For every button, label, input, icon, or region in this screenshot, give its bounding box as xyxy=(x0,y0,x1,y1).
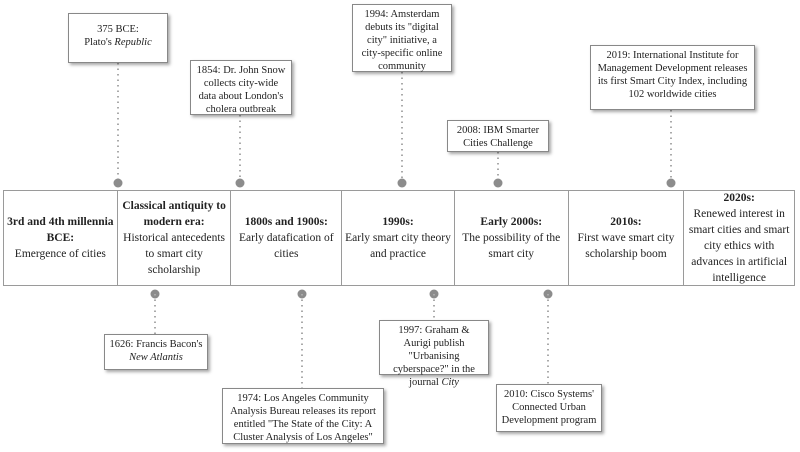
timeline-dot-1854 xyxy=(235,178,245,188)
timeline-bar: 3rd and 4th millennia BCE: Emergence of … xyxy=(3,190,795,286)
event-text: 375 BCE: xyxy=(97,24,139,35)
era-title: Early 2000s: xyxy=(480,216,543,228)
event-text: 2019: International Institute for Manage… xyxy=(597,50,748,100)
era-title: 2010s: xyxy=(610,216,642,228)
era-cell-1990s: 1990s: Early smart city theory and pract… xyxy=(342,191,455,285)
event-italic-title: Republic xyxy=(114,37,152,48)
event-callout-2010: 2010: Cisco Systems' Connected Urban Dev… xyxy=(496,384,602,432)
era-subtitle: Historical antecedents to smart city sch… xyxy=(123,232,226,276)
era-title: 3rd and 4th millennia BCE: xyxy=(7,216,114,244)
era-title: 1800s and 1900s: xyxy=(244,216,328,228)
event-text-2: Plato's xyxy=(84,37,112,48)
era-cell-2010s: 2010s: First wave smart city scholarship… xyxy=(569,191,685,285)
event-callout-1997: 1997: Graham & Aurigi publish "Urbanisin… xyxy=(379,320,489,388)
event-callout-2008: 2008: IBM Smarter Cities Challenge xyxy=(447,120,549,152)
timeline-dot-2019 xyxy=(666,178,676,188)
event-callout-1854: 1854: Dr. John Snow collects city-wide d… xyxy=(190,60,292,115)
event-text: 2010: Cisco Systems' Connected Urban Dev… xyxy=(501,389,597,426)
era-subtitle: Renewed interest in smart cities and sma… xyxy=(688,208,790,284)
event-text: 1997: Graham & Aurigi publish "Urbanisin… xyxy=(393,325,475,388)
event-callout-375bce: 375 BCE: Plato's Republic xyxy=(68,13,168,63)
timeline-dot-375bce xyxy=(113,178,123,188)
event-text: 1994: Amsterdam debuts its "digital city… xyxy=(361,9,443,72)
timeline-dot-1994 xyxy=(397,178,407,188)
event-italic-title: New Atlantis xyxy=(129,352,183,363)
event-callout-1626: 1626: Francis Bacon's New Atlantis xyxy=(104,334,208,370)
event-text: 2008: IBM Smarter Cities Challenge xyxy=(456,125,540,149)
era-title: 1990s: xyxy=(382,216,414,228)
era-subtitle: Early smart city theory and practice xyxy=(345,232,451,260)
era-cell-classical: Classical antiquity to modern era: Histo… xyxy=(118,191,232,285)
event-text: 1974: Los Angeles Community Analysis Bur… xyxy=(230,393,376,443)
era-subtitle: The possibility of the smart city xyxy=(462,232,561,260)
era-subtitle: First wave smart city scholarship boom xyxy=(577,232,675,260)
event-callout-1994: 1994: Amsterdam debuts its "digital city… xyxy=(352,4,452,72)
era-cell-2020s: 2020s: Renewed interest in smart cities … xyxy=(684,191,794,285)
era-cell-early-2000s: Early 2000s: The possibility of the smar… xyxy=(455,191,569,285)
era-cell-1800s-1900s: 1800s and 1900s: Early datafication of c… xyxy=(231,191,343,285)
era-subtitle: Emergence of cities xyxy=(14,248,106,260)
event-callout-1974: 1974: Los Angeles Community Analysis Bur… xyxy=(222,388,384,444)
era-title: 2020s: xyxy=(723,192,755,204)
era-cell-ancient: 3rd and 4th millennia BCE: Emergence of … xyxy=(4,191,118,285)
era-subtitle: Early datafication of cities xyxy=(239,232,334,260)
event-text: 1854: Dr. John Snow collects city-wide d… xyxy=(196,65,286,115)
era-title: Classical antiquity to modern era: xyxy=(122,200,226,228)
event-italic-title: City xyxy=(441,377,459,388)
event-callout-2019: 2019: International Institute for Manage… xyxy=(590,45,755,110)
event-text: 1626: Francis Bacon's xyxy=(109,339,203,350)
timeline-dot-2008 xyxy=(493,178,503,188)
